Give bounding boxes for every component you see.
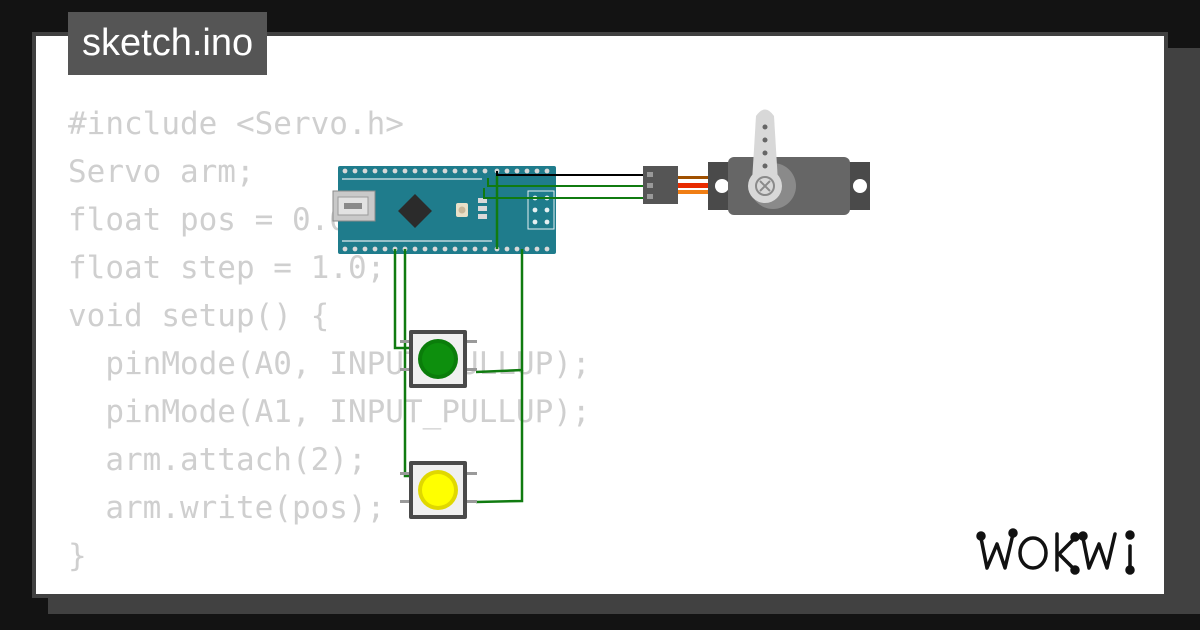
button-wires [393,176,524,504]
code-line: #include <Servo.h> [68,106,404,142]
preview-card [32,32,1168,598]
servo-motor[interactable] [708,109,870,216]
servo-connector [643,166,714,204]
pushbutton-green[interactable] [400,330,477,388]
code-line: } [68,538,87,574]
wokwi-logo [976,528,1135,575]
code-snippet: #include <Servo.h>Servo arm;float pos = … [68,100,591,580]
code-line: float step = 1.0; [68,250,386,286]
code-line: Servo arm; [68,154,255,190]
code-line: pinMode(A1, INPUT_PULLUP); [68,394,591,430]
servo-wires [483,171,645,199]
code-line: arm.attach(2); [68,442,367,478]
arduino-nano-board[interactable] [332,166,556,254]
code-line: void setup() { [68,298,330,334]
file-tab[interactable]: sketch.ino [68,12,268,75]
pushbutton-yellow[interactable] [400,461,477,519]
code-line: arm.write(pos); [68,490,386,526]
